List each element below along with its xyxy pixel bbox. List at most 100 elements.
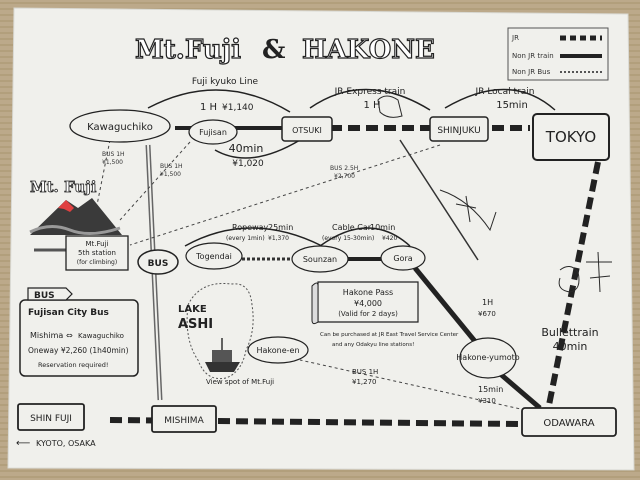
route-ropeway-name: Ropeway [232,223,269,232]
route-fujikyuko-fare: ¥1,140 [222,103,254,113]
route-yumoto-odawara-fare: ¥310 [478,397,496,405]
legend-jr-label: JR [511,34,519,42]
bus-badge-label: BUS [148,259,169,269]
station-kawaguchiko[interactable]: Kawaguchiko [69,109,171,143]
route-cable-car-note: (every 15-30min) [322,235,374,242]
station-hakone-en-label: Hakone-en [256,346,299,355]
route-fujikyuko-name: Fuji kyuko Line [192,77,259,87]
station-togendai[interactable]: Togendai [185,242,243,270]
lake-line1: LAKE [178,304,207,315]
fujisan-city-bus-box: BUS Fujisan City Bus Mishima ⇔ Kawaguchi… [19,287,139,377]
route-ropeway-fare: ¥1,370 [268,235,289,242]
route-bus-5th-b-fare: ¥1,500 [160,171,181,178]
hakone-pass-card: Hakone Pass ¥4,000 (Valid for 2 days) Ca… [311,281,459,348]
title-left: Mt.Fuji [135,35,241,65]
line-tozan [413,266,480,347]
station-hakone-yumoto-label: Hakone-yumoto [456,353,520,362]
fujisan-bus-badge: BUS [34,291,55,301]
station-tokyo-label: TOKYO [545,128,596,146]
fifth-station-line1: Mt.Fuji [86,240,109,248]
station-fujisan[interactable]: Fujisan [188,119,238,145]
direction-text: KYOTO, OSAKA [36,439,96,448]
route-fujikyuko-time: 1 H [200,102,217,113]
station-gora[interactable]: Gora [380,245,426,271]
route-gora-yumoto-fare: ¥670 [478,310,496,318]
direction-arrow: ⟵ [16,438,30,449]
route-arcs [147,88,556,247]
route-fujisan-otsuki-time: 40min [229,142,264,155]
station-hakone-en[interactable]: Hakone-en [247,336,309,364]
route-cable-car-name: Cable Car [332,223,372,232]
station-togendai-label: Togendai [195,252,232,261]
station-otsuki[interactable]: OTSUKI [281,116,333,142]
map-title: Mt.Fuji & HAKONE [134,34,435,65]
route-ropeway-note: (every 1min) [226,235,265,242]
route-bullettrain-time: 40min [553,340,588,353]
route-bullettrain-name: Bullettrain [541,326,598,339]
title-right: HAKONE [302,35,435,65]
lake-line2: ASHI [178,317,213,332]
station-tokyo[interactable]: TOKYO [532,113,610,161]
station-shin-fuji[interactable]: SHIN FUJI [17,403,85,431]
station-gora-label: Gora [393,254,412,263]
route-bus-5th-b-time: BUS 1H [160,163,183,170]
fujisan-bus-to: Kawaguchiko [78,332,124,340]
station-odawara[interactable]: ODAWARA [521,407,617,437]
line-tokaido [109,417,521,427]
hakone-pass-price: ¥4,000 [354,299,382,308]
lake-ashi: LAKE ASHI View spot of Mt.Fuji [178,282,274,386]
hakone-pass-note2: and any Odakyu line stations! [332,342,414,348]
station-otsuki-label: OTSUKI [292,126,322,135]
station-odawara-label: ODAWARA [543,418,594,429]
lake-viewspot: View spot of Mt.Fuji [206,378,274,386]
route-bus-odawara-fare: ¥1,270 [352,378,377,386]
station-mishima[interactable]: MISHIMA [151,405,217,433]
mt-fuji-label: Mt. Fuji [30,178,97,196]
legend-train-label: Non JR train [512,52,554,60]
route-jr-local-name: JR Local train [475,87,535,97]
bus-route-odawara [299,359,526,411]
route-jr-express-name: JR Express train [334,87,406,97]
hakone-pass-note1: Can be purchased at JR East Travel Servi… [320,332,459,338]
line-bullettrain [545,161,601,411]
legend-bus-label: Non JR Bus [512,68,551,76]
route-yumoto-odawara-time: 15min [478,385,503,394]
route-bus-odawara-time: BUS 1H [352,368,378,376]
station-hakone-yumoto[interactable]: Hakone-yumoto [456,337,520,379]
fifth-station-line2: 5th station [78,249,116,257]
hakone-pass-title: Hakone Pass [343,288,393,297]
route-bus-shinjuku-time: BUS 2.5H [330,165,358,172]
station-fujisan-label: Fujisan [199,128,227,137]
station-shin-fuji-label: SHIN FUJI [30,414,72,424]
bus-routes [94,139,526,411]
fifth-station-line3: (for climbing) [77,259,117,266]
line-yumoto-odawara [496,370,542,410]
fujisan-bus-reservation: Reservation required! [38,361,108,369]
fujisan-bus-from: Mishima [30,331,63,340]
route-bus-shinjuku-fare: ¥2,700 [334,173,355,180]
bus-route-5th-a [94,139,111,216]
fujisan-bus-title: Fujisan City Bus [28,308,109,318]
route-cable-car-time: 10min [370,223,395,232]
hakone-pass-validity: (Valid for 2 days) [338,310,398,318]
station-shinjuku-label: SHINJUKU [437,126,480,136]
station-sounzan[interactable]: Sounzan [291,245,349,273]
route-gora-yumoto-time: 1H [482,298,493,307]
bus-route-shinjuku [129,144,441,246]
bus-badge: BUS [137,249,179,275]
route-jr-express-time: 1 H [363,100,380,111]
fujisan-bus-oneway: Oneway ¥2,260 (1h40min) [28,346,129,355]
line-odakyu [399,139,479,261]
route-fujisan-otsuki-fare: ¥1,020 [232,159,264,169]
route-bus-5th-a-fare: ¥1,500 [102,159,123,166]
legend-box: JR Non JR train Non JR Bus [507,27,609,81]
route-bus-5th-a-time: BUS 1H [102,151,125,158]
title-amp: & [262,35,285,65]
station-shinjuku[interactable]: SHINJUKU [429,116,489,142]
handwritten-annotations [377,95,612,293]
station-kawaguchiko-label: Kawaguchiko [87,122,153,133]
station-mishima-label: MISHIMA [164,416,204,426]
station-5th-station[interactable]: Mt.Fuji 5th station (for climbing) [65,235,129,271]
direction-kyoto-osaka: ⟵ KYOTO, OSAKA [16,438,96,449]
